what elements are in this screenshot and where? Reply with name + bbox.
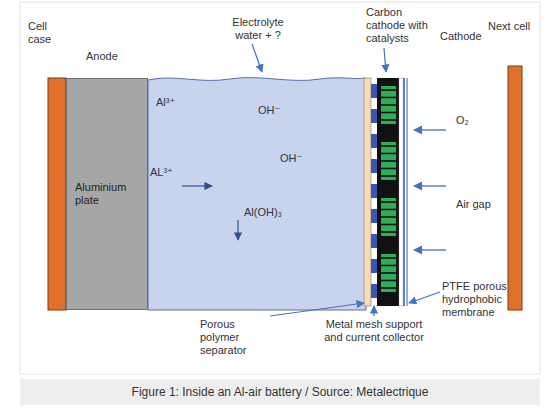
catalyst-stripe — [381, 168, 396, 170]
part-label: Porous polymer separator — [200, 318, 270, 357]
case-label: Next cell — [488, 20, 532, 33]
catalyst-stripe — [381, 287, 396, 289]
leader-arrow — [252, 44, 262, 72]
catalyst-block — [381, 86, 396, 124]
gas-label: O₂ — [456, 114, 486, 127]
catalyst-stripe — [381, 119, 396, 121]
part-label: Carbon cathode with catalysts — [366, 6, 430, 45]
catalyst-block — [381, 254, 396, 292]
ion-label: OH⁻ — [280, 152, 310, 165]
carbon-cathode — [377, 78, 399, 306]
part-label: Metal mesh support and current collector — [318, 318, 430, 344]
separator — [364, 78, 371, 306]
leader-arrow — [409, 292, 440, 303]
node-text: Aluminium plate — [75, 181, 139, 207]
catalyst-stripe — [381, 265, 396, 267]
electrolyte-label: Electrolyte water + ? — [218, 16, 298, 42]
mesh-wire — [371, 284, 377, 298]
catalyst-block — [381, 198, 396, 236]
compound-label: Al(OH)₃ — [244, 206, 300, 219]
case-label: Cell case — [28, 20, 68, 46]
cell-case — [48, 78, 66, 310]
next-cell-case — [508, 66, 522, 310]
catalyst-stripe — [381, 280, 396, 282]
catalyst-stripe — [381, 257, 396, 259]
catalyst-stripe — [381, 145, 396, 147]
mesh-wire — [371, 84, 377, 98]
precipitate-arrow — [237, 220, 238, 240]
mesh-wire — [371, 209, 377, 223]
catalyst-stripe — [381, 160, 396, 162]
part-label: Air gap — [456, 198, 506, 211]
mesh-wire — [371, 134, 377, 148]
catalyst-stripe — [381, 209, 396, 211]
ion-label: AL³⁺ — [150, 166, 180, 179]
membrane-line — [407, 78, 408, 306]
ion-label: Al³⁺ — [156, 96, 186, 109]
figure-caption: Figure 1: Inside an Al-air battery / Sou… — [132, 385, 429, 399]
ptfe-membrane — [399, 78, 403, 306]
mesh-wire — [371, 184, 377, 198]
catalyst-stripe — [381, 201, 396, 203]
catalyst-stripe — [381, 97, 396, 99]
oxygen-arrow — [414, 129, 446, 130]
mesh-wire — [371, 234, 377, 248]
catalyst-stripe — [381, 153, 396, 155]
catalyst-stripe — [381, 216, 396, 218]
catalyst-stripe — [381, 112, 396, 114]
mesh-wire — [371, 109, 377, 123]
membrane-line — [403, 78, 405, 306]
catalyst-block — [381, 142, 396, 180]
oxygen-arrow — [414, 249, 446, 250]
catalyst-stripe — [381, 89, 396, 91]
leader-arrow — [270, 303, 364, 316]
part-label: PTFE porous hydrophobic membrane — [442, 280, 522, 319]
anode-plate: Aluminium plate — [66, 78, 148, 310]
catalyst-stripe — [381, 175, 396, 177]
mesh-wire — [371, 159, 377, 173]
electrolyte — [148, 78, 366, 310]
catalyst-stripe — [381, 231, 396, 233]
catalyst-blocks — [381, 86, 396, 292]
frame — [20, 2, 540, 374]
caption-bar: Figure 1: Inside an Al-air battery / Sou… — [20, 379, 540, 405]
ion-arrow — [182, 185, 212, 186]
metal-mesh — [371, 84, 377, 298]
catalyst-stripe — [381, 104, 396, 106]
part-label: Cathode — [440, 30, 490, 43]
ion-label: OH⁻ — [258, 104, 288, 117]
leader-arrow — [373, 306, 374, 316]
mesh-wire — [371, 259, 377, 273]
part-label: Anode — [86, 50, 136, 63]
catalyst-stripe — [381, 224, 396, 226]
catalyst-stripe — [381, 272, 396, 274]
leader-arrow — [384, 48, 386, 72]
oxygen-arrow — [414, 185, 446, 186]
